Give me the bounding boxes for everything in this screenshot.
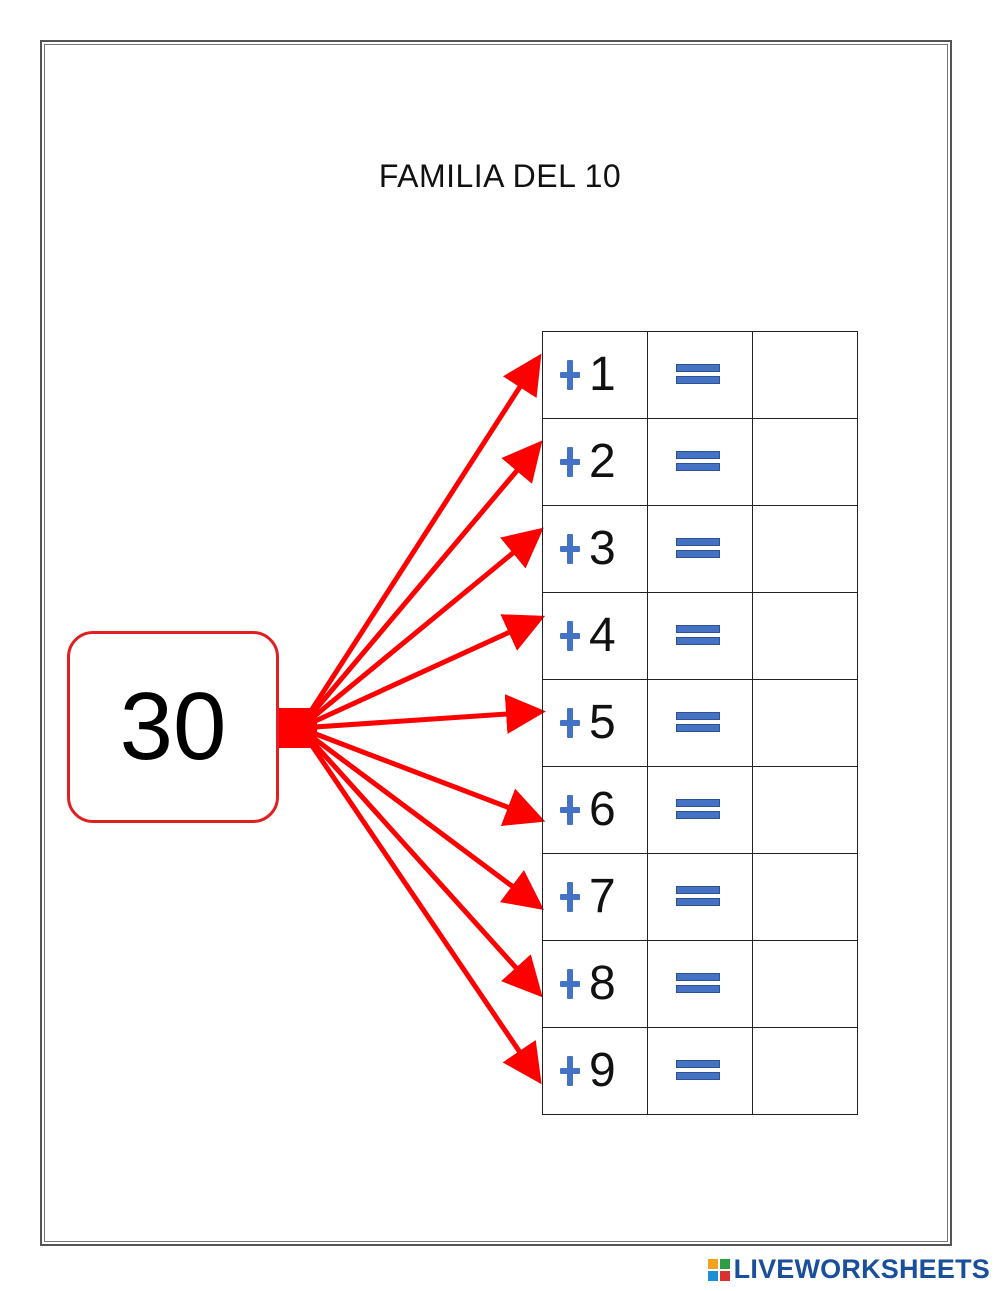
addend-number: 1 (589, 348, 616, 401)
equals-cell (647, 1027, 753, 1115)
addend-cell: 7 (542, 853, 648, 941)
plus-icon (559, 621, 581, 651)
addend-number: 8 (589, 957, 616, 1010)
plus-icon (559, 1056, 581, 1086)
answer-cell[interactable] (752, 679, 858, 767)
plus-icon (559, 969, 581, 999)
brand-text: LIVEWORKSHEETS (733, 1254, 990, 1284)
answer-cell[interactable] (752, 853, 858, 941)
addend-cell: 5 (542, 679, 648, 767)
addend-number: 9 (589, 1044, 616, 1097)
addend-cell: 8 (542, 940, 648, 1028)
equals-cell (647, 505, 753, 593)
table-row: 5 (542, 679, 858, 767)
answer-cell[interactable] (752, 592, 858, 680)
equals-cell (647, 418, 753, 506)
plus-icon (559, 360, 581, 390)
table-row: 9 (542, 1027, 858, 1115)
equals-icon (676, 364, 720, 386)
equals-icon (676, 625, 720, 647)
worksheet-title: FAMILIA DEL 10 (378, 158, 622, 194)
table-row: 8 (542, 940, 858, 1028)
equals-cell (647, 940, 753, 1028)
addend-cell: 9 (542, 1027, 648, 1115)
addend-cell: 2 (542, 418, 648, 506)
equals-icon (676, 451, 720, 473)
addend-cell: 1 (542, 331, 648, 419)
addend-cell: 4 (542, 592, 648, 680)
equals-icon (676, 538, 720, 560)
answer-cell[interactable] (752, 766, 858, 854)
plus-icon (559, 708, 581, 738)
addend-number: 7 (589, 870, 616, 923)
addend-cell: 6 (542, 766, 648, 854)
liveworksheets-icon (707, 1258, 730, 1281)
addend-number: 2 (589, 435, 616, 488)
table-row: 4 (542, 592, 858, 680)
table-row: 1 (542, 331, 858, 419)
addend-number: 3 (589, 522, 616, 575)
table-row: 7 (542, 853, 858, 941)
equals-icon (676, 1060, 720, 1082)
table-row: 3 (542, 505, 858, 593)
page-frame (40, 40, 952, 1246)
equals-cell (647, 679, 753, 767)
equals-icon (676, 712, 720, 734)
equals-icon (676, 886, 720, 908)
equals-cell (647, 592, 753, 680)
addend-cell: 3 (542, 505, 648, 593)
answer-cell[interactable] (752, 940, 858, 1028)
table-row: 2 (542, 418, 858, 506)
base-number-box: 30 (67, 631, 279, 823)
answer-cell[interactable] (752, 418, 858, 506)
answer-cell[interactable] (752, 331, 858, 419)
plus-icon (559, 795, 581, 825)
equals-cell (647, 766, 753, 854)
addend-number: 4 (589, 609, 616, 662)
addend-number: 5 (589, 696, 616, 749)
addition-table: 1 2 3 4 5 6 7 8 9 (542, 331, 858, 1115)
equals-icon (676, 799, 720, 821)
plus-icon (559, 882, 581, 912)
addend-number: 6 (589, 783, 616, 836)
equals-cell (647, 331, 753, 419)
plus-icon (559, 447, 581, 477)
plus-icon (559, 534, 581, 564)
equals-icon (676, 973, 720, 995)
answer-cell[interactable] (752, 505, 858, 593)
answer-cell[interactable] (752, 1027, 858, 1115)
table-row: 6 (542, 766, 858, 854)
equals-cell (647, 853, 753, 941)
liveworksheets-logo: LIVEWORKSHEETS (707, 1254, 990, 1285)
